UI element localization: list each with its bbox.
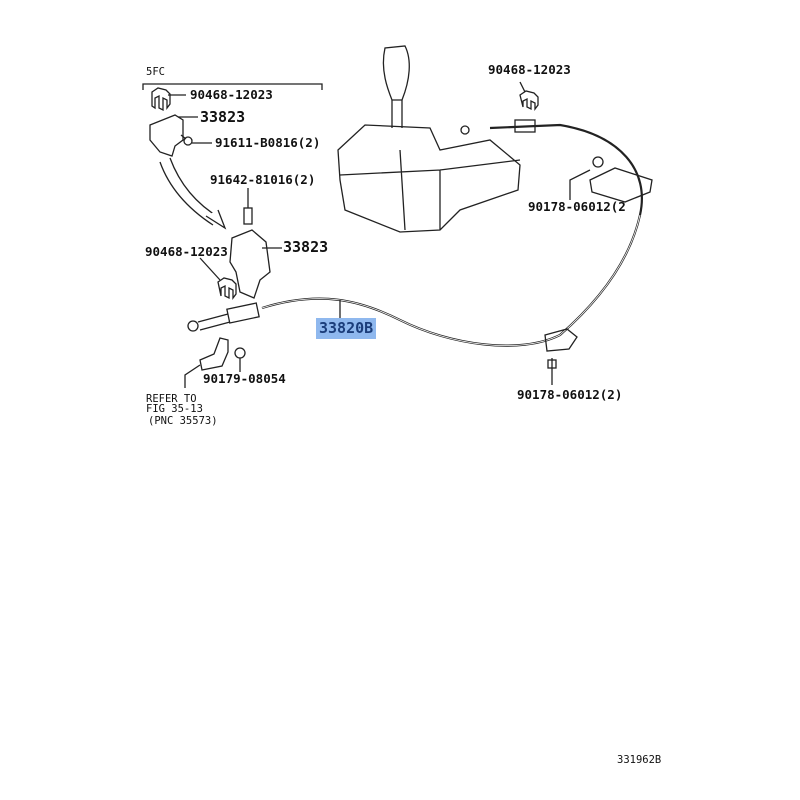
part-label[interactable]: 90178-06012(2) (517, 387, 623, 402)
part-label[interactable]: 33823 (200, 108, 246, 126)
part-label[interactable]: 90468-12023 (190, 87, 273, 102)
cable-line (261, 123, 643, 347)
ball-joint-icon (187, 320, 199, 332)
bolt-icon (183, 136, 193, 146)
bolt-icon (243, 207, 253, 225)
part-label[interactable]: 91642-81016(2) (210, 172, 316, 187)
nut-icon (592, 156, 604, 168)
clip-icon (519, 90, 539, 111)
part-label[interactable]: 90468-12023 (145, 244, 228, 259)
cable-end-fitting (514, 119, 536, 133)
bracket-icon (199, 337, 229, 371)
clamp-icon (544, 328, 578, 352)
figure-id: 331962B (617, 754, 662, 766)
part-label-highlighted[interactable]: 33820B (316, 318, 377, 339)
variant-label: 5FC (146, 66, 165, 78)
cable-end-fitting (226, 302, 260, 324)
clip-icon (151, 87, 171, 112)
shift-knob (382, 45, 410, 101)
shifter-housing (337, 124, 521, 233)
part-label[interactable]: 90468-12023 (488, 62, 571, 77)
reference-line-2[interactable]: FIG 35-13 (146, 403, 203, 415)
mount-plate (589, 167, 653, 203)
clip-icon (217, 277, 237, 300)
reference-line-3: (PNC 35573) (148, 415, 218, 427)
part-label[interactable]: 33823 (283, 238, 329, 256)
spring-icon (197, 313, 231, 331)
group-bracket-line (142, 83, 323, 90)
bracket-icon (229, 229, 271, 299)
part-label[interactable]: 90178-06012(2 (528, 199, 626, 214)
bracket-icon (149, 114, 184, 157)
ball-joint-icon (460, 125, 470, 135)
reference-line-1: REFER TO (146, 393, 197, 405)
part-label[interactable]: 90179-08054 (203, 371, 286, 386)
nut-icon (547, 359, 557, 369)
nut-icon (234, 347, 246, 359)
part-label[interactable]: 91611-B0816(2) (215, 135, 321, 150)
